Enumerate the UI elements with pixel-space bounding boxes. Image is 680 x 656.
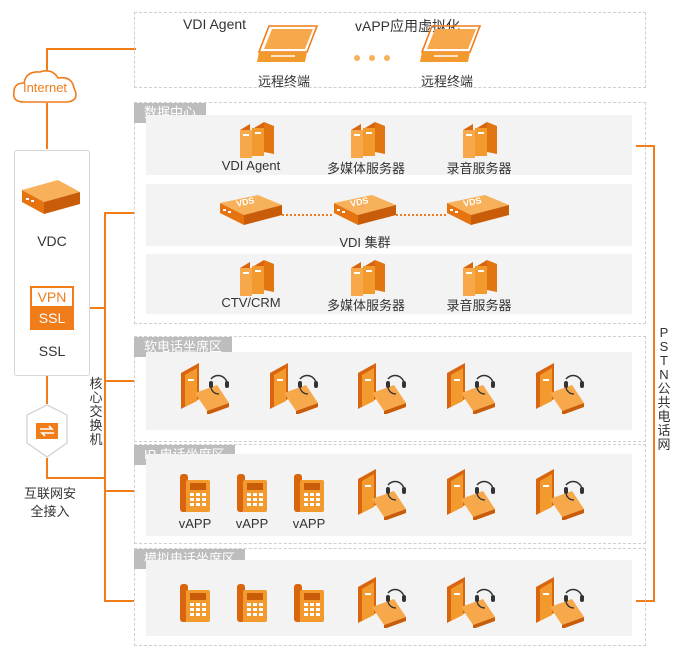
agent-workstation-icon xyxy=(531,358,587,414)
laptop-icon xyxy=(418,22,484,70)
analog-phone-icon xyxy=(178,580,212,624)
laptop-icon xyxy=(255,22,321,70)
bus-to-ip xyxy=(104,490,134,492)
ctv-crm-label: CTV/CRM xyxy=(221,295,281,310)
core-switch-label: 核心交换机 xyxy=(89,376,103,447)
security-switch-link-v xyxy=(46,458,48,478)
agent-workstation-icon xyxy=(353,572,409,628)
vapp-heading: vAPP应用虚拟化 xyxy=(355,18,461,34)
ip-phone-zone xyxy=(134,444,646,544)
media-server-label: 多媒体服务器 xyxy=(326,161,405,176)
vdi-agent-heading: VDI Agent xyxy=(183,16,247,32)
datacenter-row-3 xyxy=(146,254,632,314)
cloud-icon xyxy=(12,70,77,103)
ip-phone-icon xyxy=(178,470,212,514)
pstn-label: PSTN公共电话网 xyxy=(657,325,671,452)
agent-workstation-icon xyxy=(442,358,498,414)
internet-label: Internet xyxy=(22,80,68,95)
ellipsis-dots xyxy=(354,55,394,61)
remote-terminal-zone xyxy=(134,12,646,88)
agent-workstation-icon xyxy=(353,358,409,414)
internet-link-h xyxy=(46,48,136,50)
cluster-link xyxy=(282,214,332,216)
media-server-label: 多媒体服务器 xyxy=(326,298,405,313)
agent-workstation-icon xyxy=(531,464,587,520)
vpn-text: VPN xyxy=(32,288,72,306)
vapp-label: vAPP xyxy=(292,516,326,531)
vds-server: VDS xyxy=(218,193,284,227)
server-icon xyxy=(236,120,276,160)
remote-terminal-label: 远程终端 xyxy=(421,74,474,89)
agent-workstation-icon xyxy=(176,358,232,414)
internet-link-v xyxy=(46,50,48,74)
agent-workstation-icon xyxy=(353,464,409,520)
bus-to-soft xyxy=(104,380,134,382)
remote-terminal-label: 远程终端 xyxy=(258,74,311,89)
ssl-text: SSL xyxy=(38,310,66,326)
datacenter-zone xyxy=(134,102,646,324)
bus-to-datacenter xyxy=(104,212,134,214)
vdi-cluster-label: VDI 集群 xyxy=(339,235,391,250)
ip-phone-icon xyxy=(235,470,269,514)
vpn-ssl-icon: VPN SSL xyxy=(30,286,74,330)
security-switch-link-h xyxy=(46,477,106,479)
ssl-security-link xyxy=(46,376,48,404)
agent-workstation-icon xyxy=(265,358,321,414)
softphone-zone xyxy=(134,336,646,442)
server-icon xyxy=(459,120,499,160)
vapp-label: vAPP xyxy=(178,516,212,531)
server-icon xyxy=(347,258,387,298)
pstn-line xyxy=(653,146,655,602)
ip-phone-icon xyxy=(292,470,326,514)
security-access-label: 互联网安全接入 xyxy=(23,486,76,519)
agent-workstation-icon xyxy=(531,572,587,628)
vdc-switch-link xyxy=(90,307,106,309)
bus-to-analog xyxy=(104,600,134,602)
core-switch-bus xyxy=(104,212,106,602)
server-icon xyxy=(236,258,276,298)
vds-server: VDS xyxy=(332,193,398,227)
agent-workstation-icon xyxy=(442,572,498,628)
cluster-link xyxy=(396,214,446,216)
recording-server-label: 录音服务器 xyxy=(446,298,512,313)
ssl-label: SSL xyxy=(38,343,66,359)
internet-vdc-link xyxy=(46,103,48,149)
vdc-device-icon xyxy=(22,180,80,214)
analog-phone-icon xyxy=(235,580,269,624)
agent-workstation-icon xyxy=(442,464,498,520)
vapp-label: vAPP xyxy=(235,516,269,531)
security-shield-icon xyxy=(26,404,68,458)
analog-phone-icon xyxy=(292,580,326,624)
analog-phone-zone xyxy=(134,548,646,646)
server-icon xyxy=(459,258,499,298)
vdc-label: VDC xyxy=(37,233,67,249)
recording-server-label: 录音服务器 xyxy=(446,161,512,176)
vdi-agent-server-label: VDI Agent xyxy=(221,158,281,173)
datacenter-row-1 xyxy=(146,115,632,175)
server-icon xyxy=(347,120,387,160)
vds-server: VDS xyxy=(445,193,511,227)
